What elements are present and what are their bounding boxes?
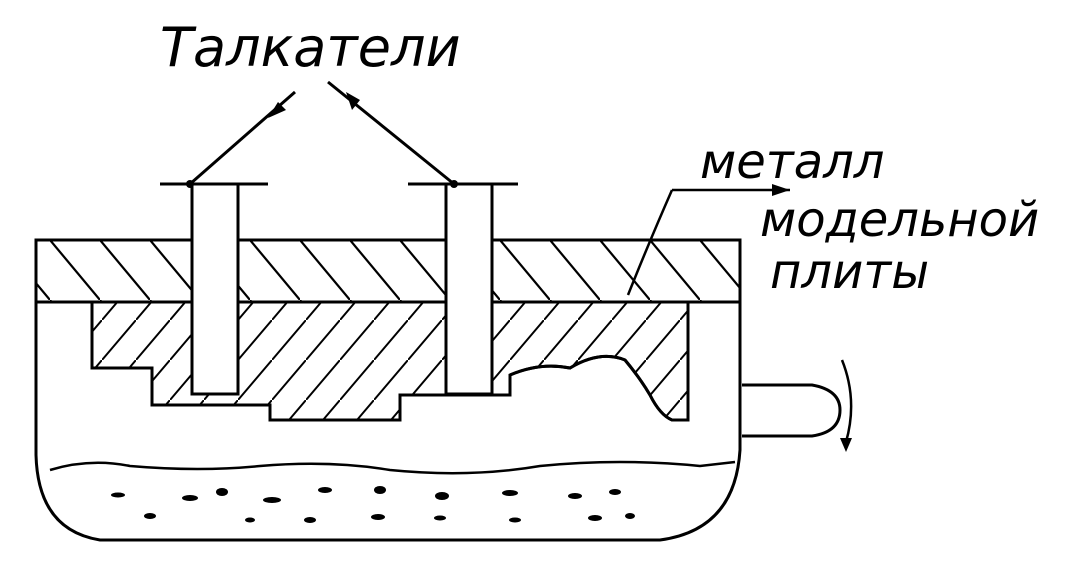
model-plate — [90, 300, 690, 422]
sand-particles — [111, 486, 635, 523]
flask-outline — [34, 240, 742, 542]
rotation-arrow — [840, 359, 853, 443]
metal-edge — [509, 354, 673, 422]
pusher-pin-left — [190, 182, 240, 396]
leader-right — [327, 80, 455, 186]
sand-surface — [49, 460, 736, 475]
pusher-pin-right — [444, 182, 494, 396]
metal-label-line1: металл — [700, 134, 884, 190]
pushers-label: Талкатели — [160, 16, 461, 79]
metal-label-line2: модельной — [760, 192, 1039, 248]
leader-left-arrowhead — [268, 102, 286, 118]
leader-right-arrowhead — [346, 92, 360, 110]
metal-label-line3: плиты — [770, 244, 929, 300]
rotation-arrow-head — [840, 438, 852, 452]
leader-metal-drop — [626, 189, 674, 296]
side-handle — [742, 383, 842, 438]
top-plate — [34, 238, 742, 304]
leader-metal-arrowhead — [772, 184, 790, 196]
